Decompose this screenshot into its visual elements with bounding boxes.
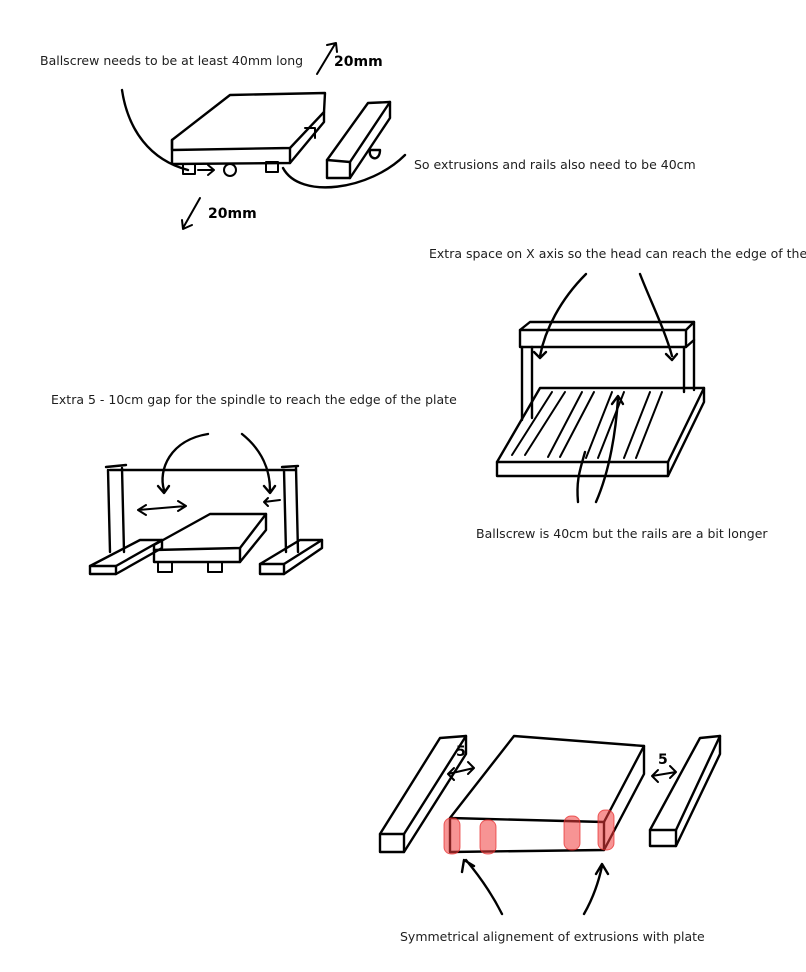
handwritten-gap-right: 5 — [658, 752, 668, 768]
highlight-mark — [443, 817, 461, 855]
note-rails-longer: Ballscrew is 40cm but the rails are a bi… — [476, 526, 768, 541]
note-x-axis-space: Extra space on X axis so the head can re… — [429, 246, 806, 261]
highlight-mark — [597, 809, 615, 851]
handwritten-top-dim: 20mm — [334, 54, 383, 70]
note-spindle-gap: Extra 5 - 10cm gap for the spindle to re… — [51, 392, 457, 407]
note-ballscrew-length: Ballscrew needs to be at least 40mm long — [40, 53, 304, 68]
highlight-mark — [479, 819, 497, 855]
handwritten-gap-left: 5 — [456, 744, 466, 760]
sketch-symmetrical-alignment: 5 5 — [378, 734, 722, 916]
sketch-spindle-gap — [88, 432, 324, 576]
sketch-gantry-rails — [495, 272, 706, 504]
sketch-plate-ballscrew: 20mm 20mm — [120, 42, 407, 230]
handwritten-bottom-dim: 20mm — [208, 206, 257, 222]
highlight-mark — [563, 815, 581, 851]
note-symmetrical: Symmetrical alignement of extrusions wit… — [400, 929, 705, 944]
note-extrusions-rails: So extrusions and rails also need to be … — [414, 157, 696, 172]
